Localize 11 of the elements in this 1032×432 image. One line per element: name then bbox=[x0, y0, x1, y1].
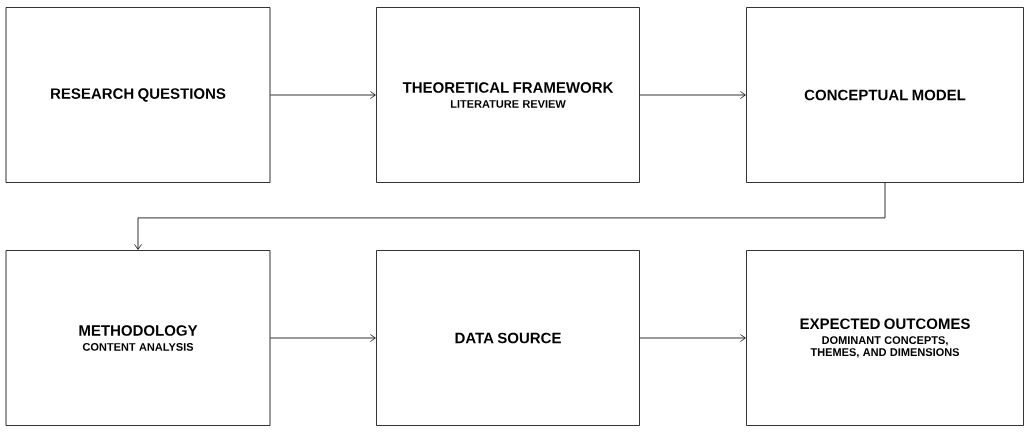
arrow bbox=[134, 182, 886, 250]
arrow bbox=[270, 91, 376, 99]
process-box: METHODOLOGY CONTENT ANALYSIS bbox=[5, 250, 271, 426]
process-box: EXPECTED OUTCOMES DOMINANT CONCEPTS, THEMES, AND DIMENSIONS bbox=[746, 250, 1024, 426]
process-box: CONCEPTUAL MODEL bbox=[746, 7, 1024, 183]
process-box: DATA SOURCE bbox=[376, 250, 640, 426]
arrow bbox=[639, 334, 746, 342]
process-box: RESEARCH QUESTIONS bbox=[5, 7, 271, 183]
arrow bbox=[270, 334, 376, 342]
arrow bbox=[639, 91, 746, 99]
process-box: THEORETICAL FRAMEWORK LITERATURE REVIEW bbox=[376, 7, 640, 183]
